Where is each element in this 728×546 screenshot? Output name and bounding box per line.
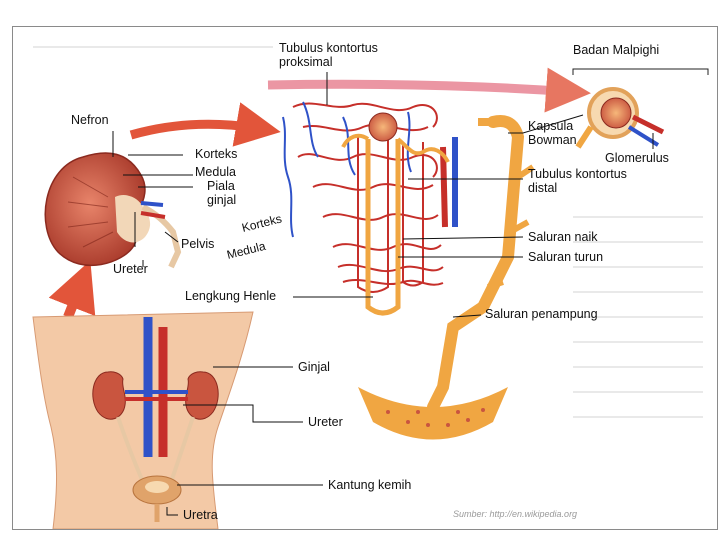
- label-badan-malpighi: Badan Malpighi: [573, 43, 659, 57]
- arrow-to-nephron: [131, 124, 263, 135]
- source-credit: Sumber: http://en.wikipedia.org: [453, 509, 577, 519]
- label-pelvis: Pelvis: [181, 237, 214, 251]
- label-lengkung-henle: Lengkung Henle: [185, 289, 276, 303]
- label-korteks-slanted: Korteks: [240, 211, 283, 234]
- label-tubulus-proksimal: Tubulus kontortus proksimal: [279, 41, 378, 69]
- malpighian-body: [578, 89, 663, 147]
- nephron-detail: [283, 102, 533, 440]
- label-saluran-turun: Saluran turun: [528, 250, 603, 264]
- label-saluran-naik: Saluran naik: [528, 230, 598, 244]
- label-nefron: Nefron: [71, 113, 109, 127]
- label-piala-ginjal: Piala ginjal: [207, 179, 236, 207]
- label-korteks: Korteks: [195, 147, 237, 161]
- label-saluran-penampung: Saluran penampung: [485, 307, 598, 321]
- label-kapsula-bowman: Kapsula Bowman: [528, 119, 577, 147]
- label-ginjal: Ginjal: [298, 360, 330, 374]
- arrow-to-malpighi: [268, 84, 573, 92]
- label-glomerulus: Glomerulus: [605, 151, 669, 165]
- arrow-to-kidney: [68, 279, 83, 317]
- diagram-frame: Korteks Medula Nefron Korteks Medula Pia…: [12, 26, 718, 530]
- urinary-system-illustration: Korteks Medula: [13, 27, 717, 529]
- label-medula-slanted: Medula: [225, 239, 267, 262]
- label-uretra: Uretra: [183, 508, 218, 522]
- kidney-cross-section: [45, 153, 178, 267]
- label-tubulus-distal: Tubulus kontortus distal: [528, 167, 627, 195]
- malpighi-bracket: [573, 69, 708, 75]
- label-ureter-top: Ureter: [113, 262, 148, 276]
- label-ureter-bottom: Ureter: [308, 415, 343, 429]
- label-kantung-kemih: Kantung kemih: [328, 478, 411, 492]
- label-medula: Medula: [195, 165, 236, 179]
- body-torso: [33, 312, 253, 529]
